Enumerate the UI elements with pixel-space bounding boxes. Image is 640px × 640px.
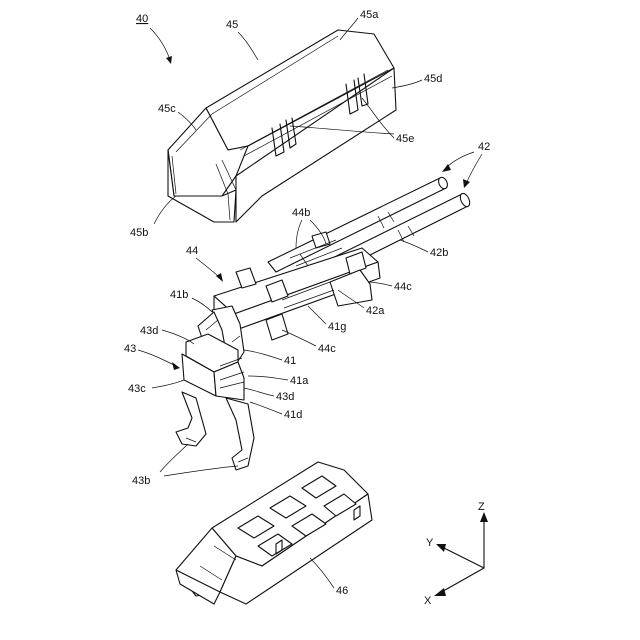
label-45a: 45a <box>360 9 379 21</box>
x-axis-arrow <box>434 588 446 596</box>
label-45c: 45c <box>158 103 176 115</box>
y-axis-arrow <box>436 544 446 552</box>
label-44c-upper: 44c <box>394 281 412 293</box>
label-45d: 45d <box>424 73 442 85</box>
axes-indicator <box>434 512 488 596</box>
label-43c: 43c <box>128 383 146 395</box>
y-axis-line <box>440 546 484 568</box>
label-43: 43 <box>124 343 136 355</box>
label-41a: 41a <box>290 375 309 387</box>
x-axis-line <box>438 568 484 594</box>
label-46: 46 <box>336 585 348 597</box>
label-43b: 43b <box>132 475 150 487</box>
cover-45 <box>168 30 396 222</box>
z-axis-arrow <box>480 512 488 522</box>
label-43d-top: 43d <box>140 325 158 337</box>
label-42b: 42b <box>430 247 448 259</box>
label-axis-z: Z <box>478 501 485 513</box>
label-axis-y: Y <box>426 537 434 549</box>
label-43d-lower: 43d <box>276 391 294 403</box>
label-45: 45 <box>226 19 238 31</box>
label-44: 44 <box>186 245 198 257</box>
label-41g: 41g <box>328 321 346 333</box>
label-40: 40 <box>136 13 148 25</box>
label-42a: 42a <box>366 305 385 317</box>
label-41b: 41b <box>170 289 188 301</box>
label-axis-x: X <box>424 595 432 607</box>
label-42: 42 <box>478 141 490 153</box>
label-44b: 44b <box>292 207 310 219</box>
label-41: 41 <box>284 355 296 367</box>
base-46 <box>176 462 372 604</box>
label-45b: 45b <box>130 227 148 239</box>
label-45e: 45e <box>396 133 414 145</box>
label-44c-lower: 44c <box>318 343 336 355</box>
label-41d: 41d <box>284 409 302 421</box>
